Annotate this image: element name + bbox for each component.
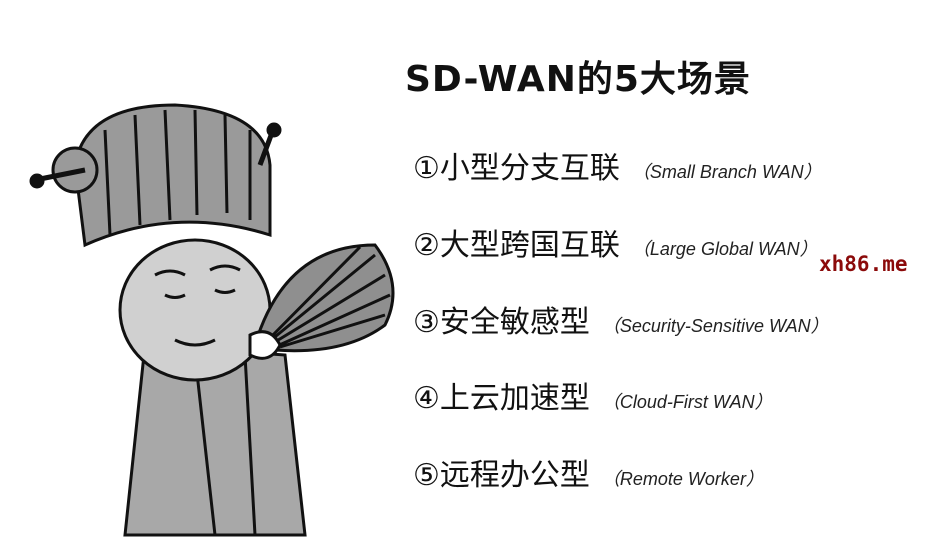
item-subtitle: （Cloud-First WAN） — [601, 392, 773, 412]
item-number: ① — [413, 151, 440, 186]
scenario-item-4: ④ 上云加速型 （Cloud-First WAN） — [413, 373, 773, 417]
scenario-item-5: ⑤ 远程办公型 （Remote Worker） — [413, 450, 764, 494]
item-subtitle: （Remote Worker） — [601, 469, 764, 489]
item-title: 上云加速型 — [439, 381, 590, 416]
item-title: 远程办公型 — [439, 458, 590, 493]
scenario-item-2: ② 大型跨国互联 （Large Global WAN） — [413, 220, 818, 264]
item-subtitle: （Security-Sensitive WAN） — [601, 316, 829, 336]
item-number: ② — [413, 228, 440, 263]
scenario-item-1: ① 小型分支互联 （Small Branch WAN） — [413, 143, 822, 187]
watermark: xh86.me — [819, 252, 908, 276]
cartoon-official-with-fan-illustration — [29, 103, 395, 537]
item-title: 小型分支互联 — [439, 151, 620, 186]
item-title: 大型跨国互联 — [439, 228, 620, 263]
item-title: 安全敏感型 — [439, 305, 590, 340]
page-title: SD-WAN的5大场景 — [405, 59, 751, 100]
hat — [73, 103, 272, 248]
item-number: ③ — [413, 305, 440, 340]
item-number: ⑤ — [413, 458, 440, 493]
item-subtitle: （Large Global WAN） — [631, 239, 818, 259]
item-number: ④ — [413, 381, 440, 416]
face — [118, 238, 272, 382]
scenario-item-3: ③ 安全敏感型 （Security-Sensitive WAN） — [413, 297, 829, 341]
item-subtitle: （Small Branch WAN） — [631, 162, 822, 182]
